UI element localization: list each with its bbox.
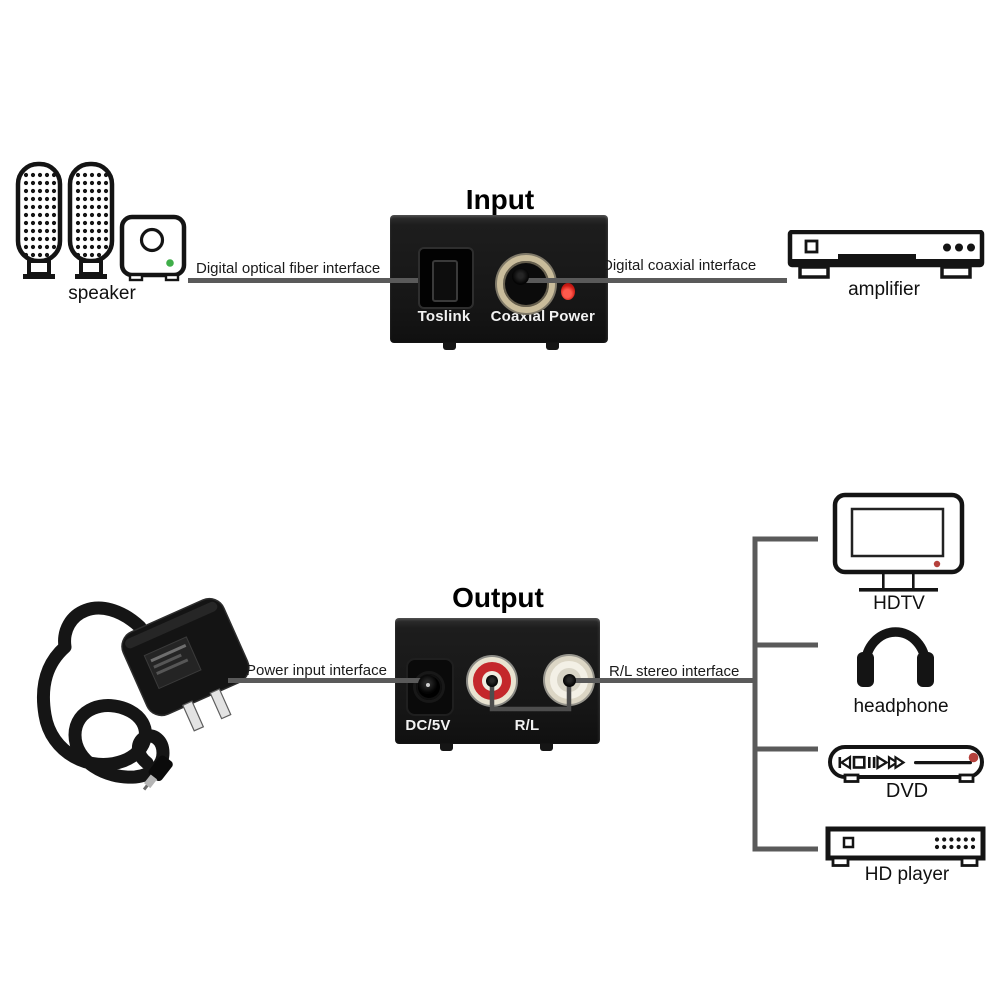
dc-port-label: DC/5V: [405, 717, 451, 734]
optical-interface-label: Digital optical fiber interface: [196, 260, 381, 277]
tv-indicator-dot: [933, 560, 941, 568]
speaker-grill-dots: [75, 172, 109, 259]
mounting-notch: [546, 343, 559, 350]
rca-white-hole: [563, 674, 576, 687]
toslink-flap: [432, 260, 458, 302]
power-connection-line: [228, 678, 428, 683]
headphone-icon: [857, 627, 934, 687]
standby-green-dot: [166, 259, 174, 267]
adapter-body: [121, 597, 250, 732]
amplifier-icon: [787, 230, 985, 279]
hdtv-icon: [832, 492, 965, 592]
dc-jack-hole: [418, 675, 437, 694]
hdtv-label: HDTV: [873, 593, 925, 614]
dc-pin: [425, 682, 430, 687]
subwoofer-icon: [119, 214, 187, 282]
toslink-port: [418, 247, 474, 309]
plug-prong: [182, 700, 205, 732]
speaker-icon: [15, 161, 187, 282]
plug-prong: [209, 688, 232, 720]
rl-port-label: R/L: [514, 717, 540, 734]
output-section-title: Output: [452, 582, 544, 613]
toslink-port-label: Toslink: [417, 308, 471, 325]
power-led: [561, 283, 575, 300]
hd-player-label: HD player: [864, 864, 950, 885]
hd-player-icon: [825, 826, 986, 867]
optical-connection-line: [188, 278, 418, 283]
rca-loop-line: [489, 681, 572, 712]
input-section-title: Input: [465, 184, 535, 215]
speaker-grill-dots: [23, 172, 57, 259]
mounting-notch: [443, 343, 456, 350]
mounting-notch: [540, 744, 553, 751]
dc-plug: [142, 755, 173, 791]
coaxial-hole: [512, 268, 529, 285]
coaxial-interface-label: Digital coaxial interface: [602, 257, 757, 274]
coaxial-port: [497, 255, 555, 313]
coaxial-connection-line: [521, 278, 787, 283]
power-adapter-icon: [36, 597, 250, 791]
device-branch-lines: [752, 536, 818, 852]
dvd-player-icon: [828, 745, 984, 783]
dvd-indicator-dot: [968, 752, 979, 763]
power-port-label: Power: [548, 308, 596, 325]
dvd-label: DVD: [885, 780, 929, 802]
rca-red-hole: [486, 675, 498, 687]
playback-controls: [838, 754, 906, 771]
adapter-cable: [36, 601, 170, 784]
headphone-label: headphone: [853, 696, 949, 717]
mounting-notch: [440, 744, 453, 751]
stereo-connection-line: [569, 678, 757, 683]
speaker-label: speaker: [68, 283, 136, 304]
stereo-interface-label: R/L stereo interface: [609, 663, 740, 680]
power-interface-label: Power input interface: [246, 662, 387, 679]
amplifier-label: amplifier: [848, 279, 920, 300]
